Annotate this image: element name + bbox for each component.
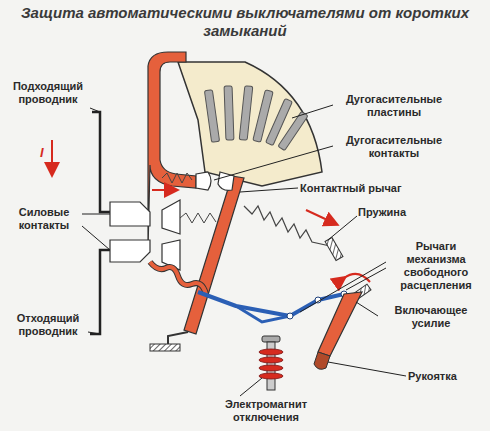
part-label: Контактный рычаг — [300, 182, 420, 195]
conductor-label: Отходящий проводник — [4, 312, 92, 338]
part-label: Дугогасительные контакты — [334, 134, 454, 160]
title: Защита автоматическими выключателями от … — [10, 4, 480, 40]
part-label: Электромагнит отключения — [196, 398, 336, 424]
part-label: Силовые контакты — [6, 206, 82, 232]
conductor-label: Подходящий проводник — [4, 80, 92, 106]
part-label: Включающее усилие — [378, 304, 484, 330]
current-symbol: I — [40, 146, 50, 159]
part-label: Рычаги механизма свободного расцепления — [386, 240, 486, 292]
part-label: Дугогасительные пластины — [334, 93, 454, 119]
part-label: Пружина — [358, 206, 428, 219]
part-label: Рукоятка — [408, 370, 478, 383]
